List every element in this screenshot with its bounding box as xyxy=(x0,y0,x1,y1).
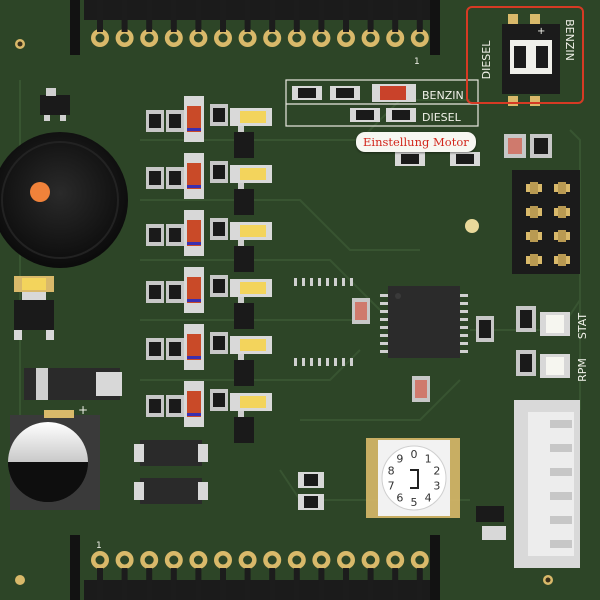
rotary-digit: 1 xyxy=(425,453,432,466)
transistor-top xyxy=(40,88,70,121)
silk-pin1-bottom: 1 xyxy=(96,541,102,551)
jumper-silk-box xyxy=(285,79,479,127)
rotary-digit: 8 xyxy=(388,465,395,478)
bottom-pin-header xyxy=(70,535,440,600)
microcontroller xyxy=(294,278,468,366)
rotary-digit: 4 xyxy=(425,491,432,504)
diode-pair xyxy=(134,440,208,504)
rotary-digit: 0 xyxy=(411,448,418,461)
tooltip-einstellung-motor[interactable]: Einstellung Motor xyxy=(356,132,476,152)
driver-rows xyxy=(146,96,272,443)
silk-benzin: BENZIN xyxy=(422,89,464,102)
transistor xyxy=(234,417,254,443)
voltage-regulator xyxy=(14,290,54,340)
silk-diesel: DIESEL xyxy=(422,111,462,124)
rotary-digit: 2 xyxy=(433,465,440,478)
diode-left xyxy=(24,368,122,400)
transistor xyxy=(234,132,254,158)
transistor xyxy=(234,189,254,215)
silk-plus-jumper: + xyxy=(537,26,545,37)
silk-pin1-top: 1 xyxy=(414,57,420,67)
rotary-digit: 7 xyxy=(388,479,395,492)
top-pin-header xyxy=(70,0,440,55)
side-connector xyxy=(514,400,580,568)
silk-stat: STAT xyxy=(576,313,589,340)
silk-rpm: RPM xyxy=(576,358,589,382)
electrolytic-capacitor xyxy=(8,410,100,510)
transistor xyxy=(234,360,254,386)
status-leds xyxy=(516,306,570,378)
silk-jumper-diesel: DIESEL xyxy=(480,40,493,80)
jumper-highlight-frame xyxy=(466,6,584,104)
led-left xyxy=(14,276,54,292)
rotary-digit: 6 xyxy=(396,491,403,504)
silk-plus-cap: + xyxy=(78,403,88,417)
buzzer xyxy=(0,132,128,268)
right-pin-header xyxy=(512,170,580,274)
rotary-digit: 5 xyxy=(411,496,418,509)
silk-jumper-benzin: BENZIN xyxy=(563,19,576,61)
rotary-digit: 9 xyxy=(396,453,403,466)
transistor xyxy=(234,303,254,329)
rotary-digit: 3 xyxy=(433,479,440,492)
fuel-select-jumper xyxy=(502,14,560,106)
transistor xyxy=(234,246,254,272)
